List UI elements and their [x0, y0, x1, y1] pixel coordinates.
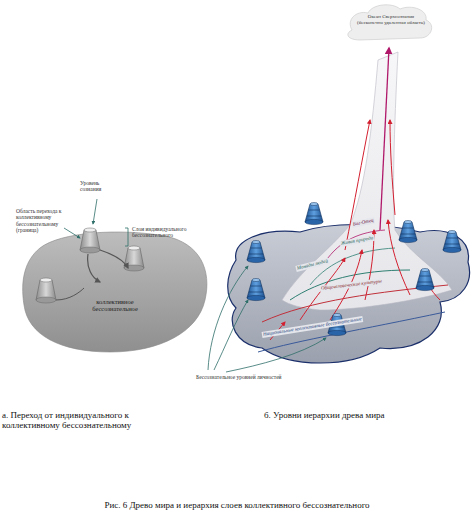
region-label-box: коллективное бессознательное [86, 298, 144, 315]
figure-caption: Рис. 6 Древо мира и иерархия слоев колле… [40, 500, 434, 510]
subfigure-caption: а. Переход от индивидуального к коллекти… [2, 410, 172, 431]
callout-label: Область перехода к коллективному бессозн… [16, 208, 76, 233]
callout-label: Бессознательное уровней личностей [196, 374, 286, 380]
node-text: коллективное бессознательное [86, 298, 144, 313]
subfigure-caption: б. Уровни иерархии древа мира [264, 410, 434, 420]
node-text: Океан Сверхсознания (бесконечно удаленна… [356, 14, 426, 26]
cloud-box: Океан Сверхсознания (бесконечно удаленна… [356, 14, 426, 28]
callout-label: Слои индивидуального бессознательного [132, 226, 190, 239]
callout-label: Уровень сознания [80, 180, 120, 193]
